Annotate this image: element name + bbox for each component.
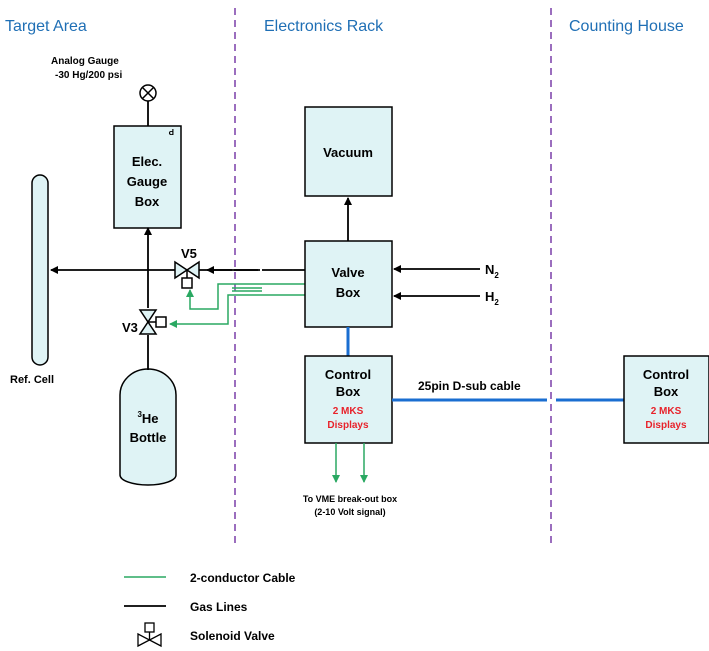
legend-gas-label: Gas Lines bbox=[190, 600, 248, 614]
control-box-house-display-2: Displays bbox=[645, 420, 687, 431]
legend-cable-label: 2-conductor Cable bbox=[190, 571, 296, 585]
he-bottle-label-2: Bottle bbox=[130, 430, 167, 445]
valve-v3-label: V3 bbox=[122, 320, 138, 335]
control-box-house-label-1: Control bbox=[643, 367, 689, 382]
ref-cell-label: Ref. Cell bbox=[10, 374, 54, 386]
valve-v5-icon[interactable] bbox=[174, 260, 200, 289]
elec-gauge-label-2: Gauge bbox=[127, 174, 167, 189]
vme-label-2: (2-10 Volt signal) bbox=[314, 507, 385, 517]
region-target-area: Target Area bbox=[5, 18, 87, 35]
vacuum-box bbox=[304, 106, 393, 197]
cable-to-v3 bbox=[169, 294, 306, 328]
control-box-rack-display-1: 2 MKS bbox=[333, 406, 364, 417]
valve-v5-label: V5 bbox=[181, 246, 197, 261]
vacuum-label: Vacuum bbox=[323, 145, 373, 160]
control-box-house-display-1: 2 MKS bbox=[651, 406, 682, 417]
he-bottle bbox=[119, 368, 177, 486]
analog-gauge-icon bbox=[139, 84, 157, 102]
control-box-rack-label-2: Box bbox=[336, 384, 361, 399]
cable-to-v5 bbox=[186, 283, 306, 310]
he-bottle-label-1: 3He bbox=[137, 410, 158, 426]
valve-box bbox=[304, 240, 393, 328]
elec-gauge-label-1: Elec. bbox=[132, 154, 162, 169]
control-box-house-label-2: Box bbox=[654, 384, 679, 399]
elec-gauge-box bbox=[113, 125, 182, 229]
analog-gauge-label-2: -30 Hg/200 psi bbox=[55, 70, 122, 81]
control-box-rack-label-1: Control bbox=[325, 367, 371, 382]
control-box-rack bbox=[304, 355, 393, 444]
ref-cell bbox=[31, 174, 49, 366]
n2-label: N2 bbox=[485, 262, 499, 280]
h2-label: H2 bbox=[485, 289, 499, 307]
valve-box-label-1: Valve bbox=[331, 265, 364, 280]
control-box-rack-display-2: Displays bbox=[327, 420, 369, 431]
valve-v3-icon[interactable] bbox=[138, 309, 167, 335]
gauge-corner-mark: P bbox=[168, 127, 174, 136]
dsub-cable-label: 25pin D-sub cable bbox=[418, 379, 521, 393]
region-counting-house: Counting House bbox=[569, 18, 684, 35]
valve-box-label-2: Box bbox=[336, 285, 361, 300]
legend-solenoid-valve-icon bbox=[137, 622, 162, 648]
control-box-house bbox=[623, 355, 709, 444]
analog-gauge-label-1: Analog Gauge bbox=[51, 56, 119, 67]
elec-gauge-label-3: Box bbox=[135, 194, 160, 209]
region-electronics-rack: Electronics Rack bbox=[264, 18, 384, 35]
vme-label-1: To VME break-out box bbox=[303, 494, 397, 504]
legend-solenoid-label: Solenoid Valve bbox=[190, 629, 275, 643]
